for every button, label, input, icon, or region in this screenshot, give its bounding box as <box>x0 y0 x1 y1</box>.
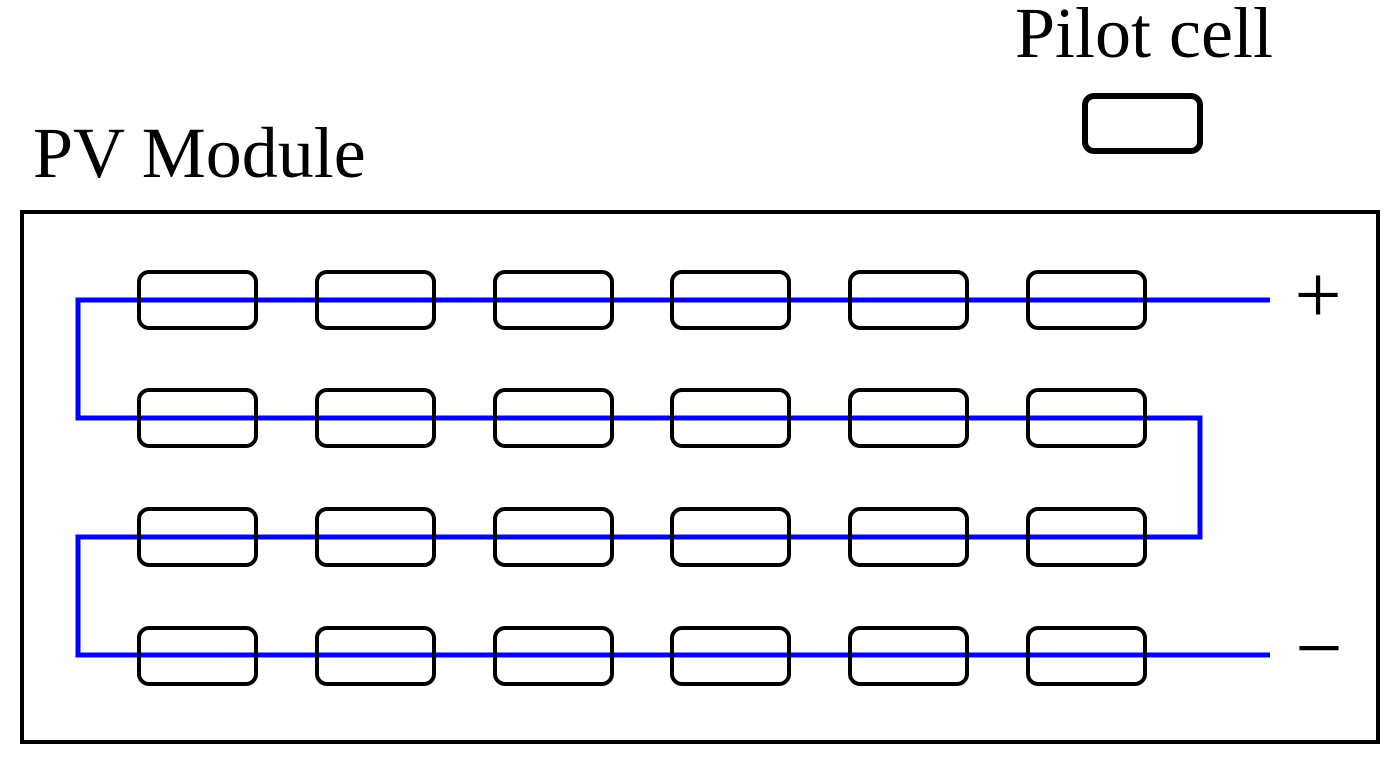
pv-cell <box>848 388 969 448</box>
pv-cell <box>315 270 436 330</box>
pv-cell <box>670 388 791 448</box>
pv-cell <box>315 507 436 567</box>
pv-cell <box>315 388 436 448</box>
module-outline <box>20 210 1380 744</box>
pilot-cell-label: Pilot cell <box>1015 0 1273 73</box>
pv-cell <box>137 388 258 448</box>
pv-cell <box>493 270 614 330</box>
pilot-cell <box>1082 93 1203 154</box>
pv-cell <box>137 270 258 330</box>
pv-cell <box>670 626 791 686</box>
pv-cell <box>670 270 791 330</box>
cell-grid <box>137 270 1147 686</box>
pv-cell <box>1026 270 1147 330</box>
pv-cell <box>137 626 258 686</box>
pv-cell <box>493 626 614 686</box>
pv-cell <box>493 507 614 567</box>
pv-cell <box>848 507 969 567</box>
pv-cell <box>1026 388 1147 448</box>
positive-terminal: + <box>1294 249 1341 342</box>
series-wire <box>75 297 1270 658</box>
pv-cell <box>670 507 791 567</box>
pv-cell <box>493 388 614 448</box>
pv-cell <box>315 626 436 686</box>
pv-cell <box>1026 507 1147 567</box>
negative-terminal: − <box>1295 602 1342 695</box>
pv-module-label: PV Module <box>33 113 366 193</box>
pv-cell <box>848 270 969 330</box>
pv-cell <box>1026 626 1147 686</box>
pv-cell <box>137 507 258 567</box>
pv-cell <box>848 626 969 686</box>
